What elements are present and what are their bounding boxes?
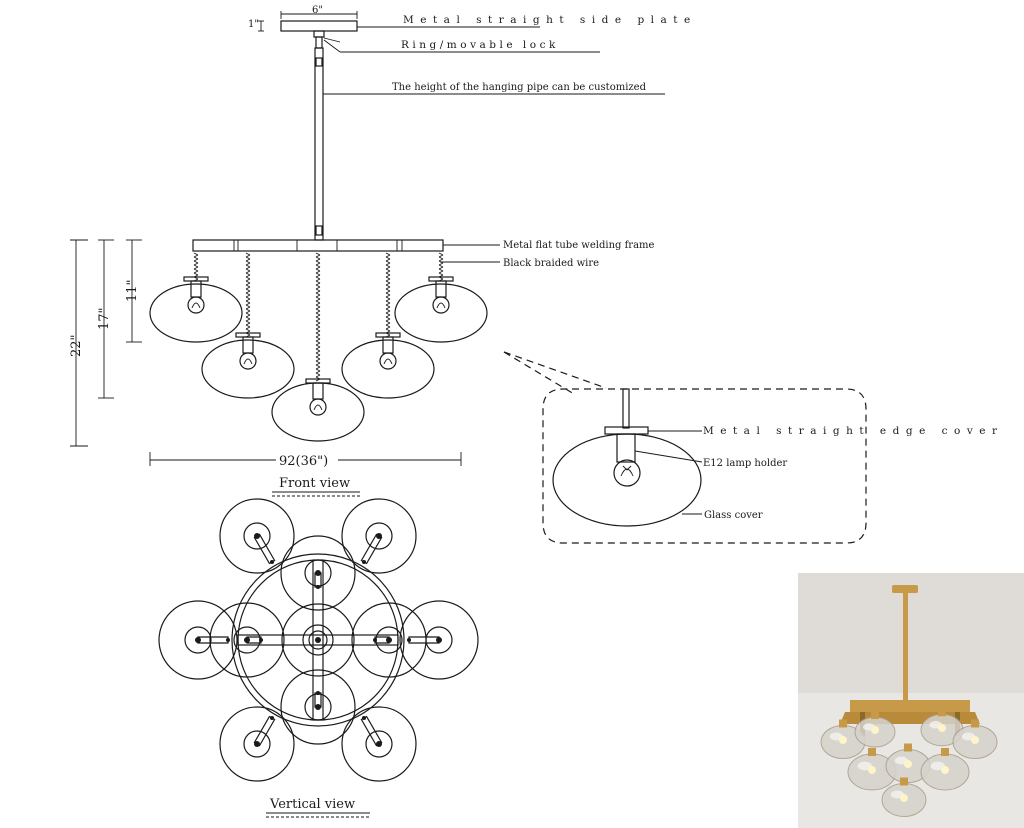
photo-globe-6	[885, 743, 931, 783]
top-shade-7	[219, 498, 295, 574]
canopy: 6" 1"	[248, 5, 358, 241]
photo-globe-5	[847, 748, 897, 791]
product-photo	[798, 573, 1024, 828]
pendant-5	[271, 252, 365, 442]
pendant-3	[201, 252, 295, 399]
detail-callout: Metal straight edge cover E12 lamp holde…	[503, 351, 1004, 544]
pendant-1	[149, 252, 243, 343]
label-side-plate: Metal straight side plate	[403, 14, 697, 26]
photo-globe-3	[920, 708, 964, 747]
dim-22: 22"	[69, 334, 84, 357]
photo-globe-7	[920, 748, 970, 791]
front-view-title: Front view	[279, 476, 350, 491]
label-frame: Metal flat tube welding frame	[503, 240, 655, 251]
photo-globe-1	[820, 719, 866, 759]
front-dimensions: 22" 17" 11" 92(36")	[69, 239, 462, 469]
dim-11: 11"	[125, 279, 140, 302]
pendant-4	[341, 252, 435, 399]
top-shade-4	[351, 602, 427, 678]
vertical-view-title: Vertical view	[269, 797, 355, 812]
vertical-view	[158, 498, 479, 782]
dim-17: 17"	[97, 307, 112, 330]
top-shade-3	[209, 602, 285, 678]
pendants-front	[149, 252, 488, 442]
photo-globe-4	[952, 719, 998, 759]
dim-width: 92(36")	[279, 454, 328, 469]
pendant-2	[394, 252, 488, 343]
label-pipe-height: The height of the hanging pipe can be cu…	[392, 82, 647, 93]
top-shade-5	[158, 600, 238, 680]
label-edge-cover: Metal straight edge cover	[703, 425, 1004, 437]
top-leaders: Metal straight side plate Ring/movable l…	[323, 14, 697, 95]
top-shade-9	[219, 706, 295, 782]
top-shade-2	[280, 669, 356, 745]
label-lamp-holder: E12 lamp holder	[703, 458, 787, 469]
top-shade-8	[341, 498, 417, 574]
frame: Metal flat tube welding frame Black brai…	[192, 239, 655, 269]
plate-width-dim: 6"	[312, 5, 323, 16]
label-ring-lock: Ring/movable lock	[401, 39, 559, 51]
photo-globe-8	[881, 777, 927, 817]
plate-thickness-dim: 1"	[248, 19, 259, 30]
label-glass-cover: Glass cover	[704, 510, 763, 521]
label-wire: Black braided wire	[503, 258, 599, 269]
top-shade-10	[341, 706, 417, 782]
photo-globe-2	[854, 711, 896, 748]
top-shade-1	[280, 535, 356, 611]
top-shade-6	[399, 600, 479, 680]
